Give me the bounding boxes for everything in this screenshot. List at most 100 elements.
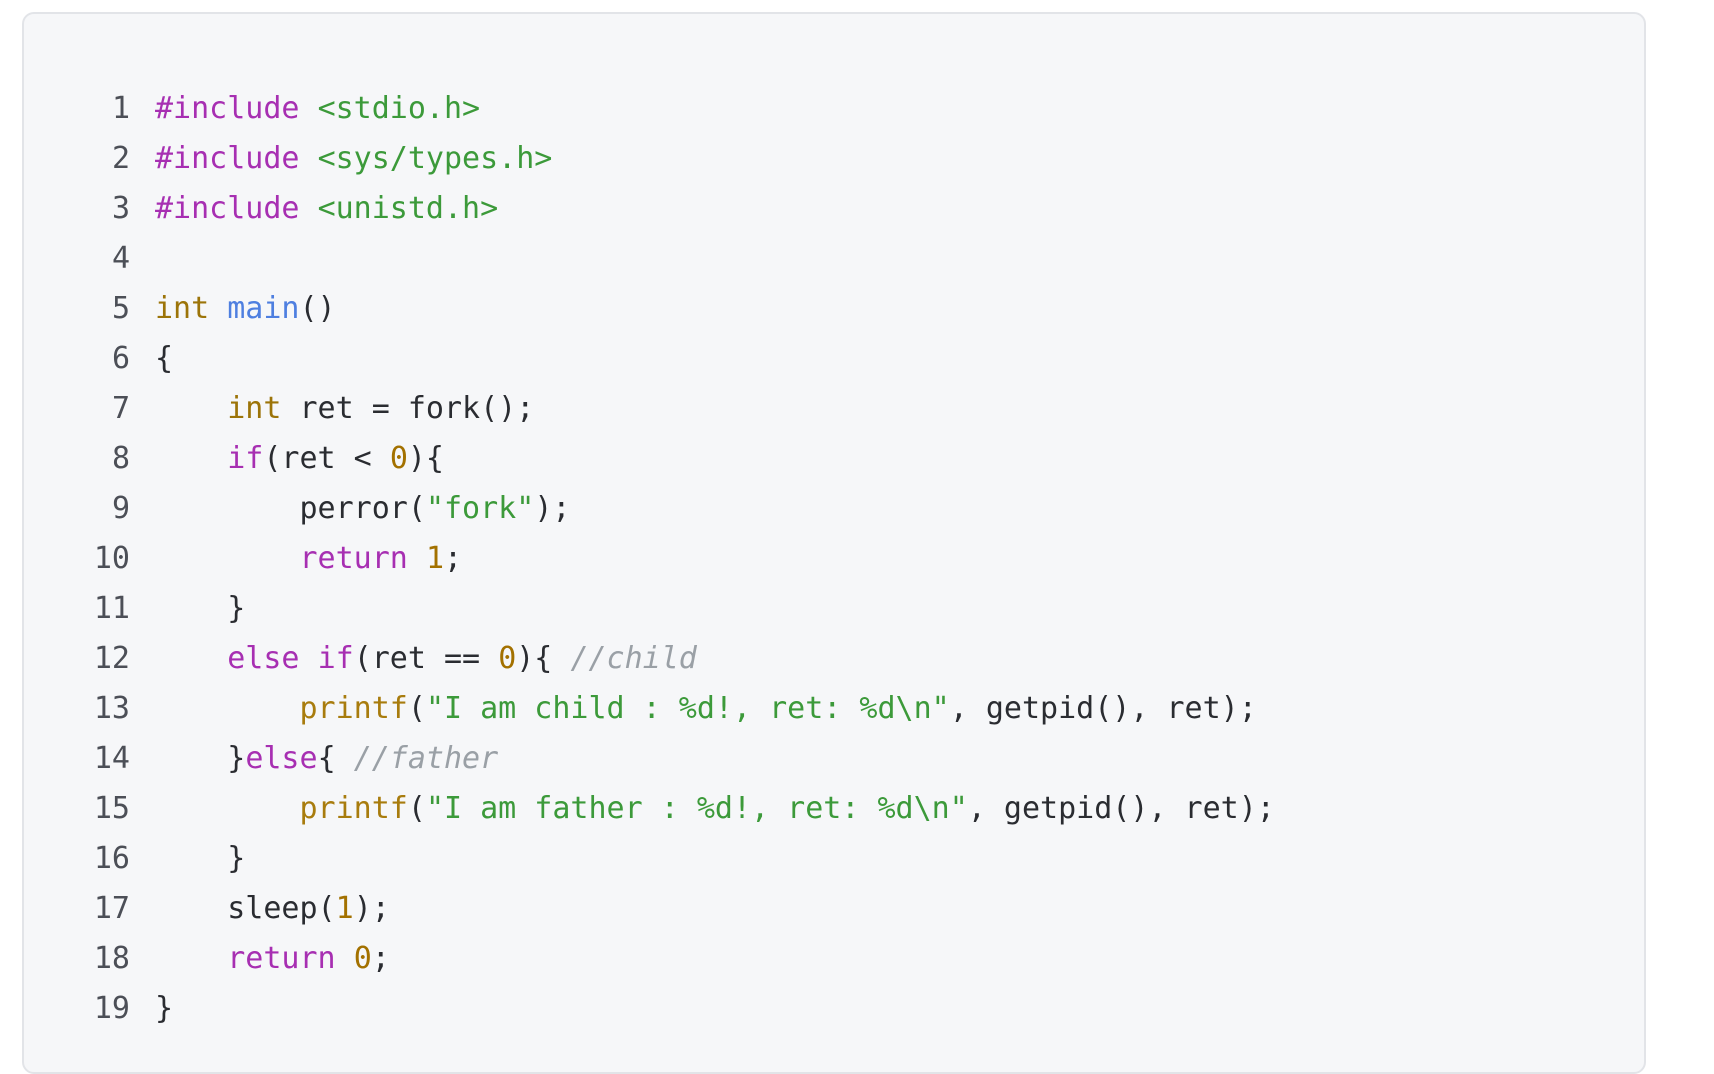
gutter-gap [130, 334, 155, 384]
code-line[interactable]: 17 sleep(1); [24, 884, 1275, 934]
code-token: else [227, 641, 300, 676]
code-token: (ret < [263, 441, 390, 476]
code-token [408, 541, 426, 576]
code-token: () [299, 291, 336, 326]
gutter-gap [130, 84, 155, 134]
gutter-gap [130, 884, 155, 934]
gutter-gap [130, 684, 155, 734]
line-content[interactable]: sleep(1); [155, 884, 390, 934]
code-lines[interactable]: 1 #include <stdio.h>2#include <sys/types.… [24, 84, 1275, 1034]
code-token [155, 441, 227, 476]
line-number: 10 [93, 541, 130, 576]
line-content[interactable]: else if(ret == 0){ //child [155, 634, 697, 684]
code-line[interactable]: 7 int ret = fork(); [24, 384, 1275, 434]
code-token: } [155, 591, 246, 626]
code-token: ){ [516, 641, 571, 676]
line-content[interactable]: printf("I am child : %d!, ret: %d\n", ge… [155, 684, 1257, 734]
line-content[interactable]: perror("fork"); [155, 484, 570, 534]
code-line[interactable]: 3 #include <unistd.h> [24, 184, 1275, 234]
line-content[interactable]: if(ret < 0){ [155, 434, 444, 484]
gutter-gap [130, 184, 155, 234]
line-number: 18 [93, 941, 130, 976]
line-content[interactable]: return 0; [155, 934, 390, 984]
line-content[interactable]: { [155, 334, 173, 384]
code-line[interactable]: 10 return 1; [24, 534, 1275, 584]
line-number: 3 [111, 191, 130, 226]
line-content[interactable]: int ret = fork(); [155, 384, 534, 434]
line-number: 13 [93, 691, 130, 726]
code-token: ); [534, 491, 571, 526]
code-token: } [155, 991, 174, 1026]
line-number: 14 [93, 741, 130, 776]
code-token [336, 941, 354, 976]
line-number: 12 [93, 641, 130, 676]
code-token: , getpid(), ret); [949, 691, 1257, 726]
code-token: } [155, 841, 246, 876]
code-line[interactable]: 11 } [24, 584, 1275, 634]
code-token [155, 541, 300, 576]
gutter-gap [130, 384, 155, 434]
code-line[interactable]: 1 #include <stdio.h> [24, 84, 1275, 134]
code-token [300, 191, 318, 226]
line-number: 6 [111, 341, 130, 376]
line-content[interactable]: printf("I am father : %d!, ret: %d\n", g… [155, 784, 1275, 834]
code-token: { [155, 341, 174, 376]
code-token: return [299, 541, 408, 576]
line-number: 1 [111, 91, 130, 126]
code-token: , getpid(), ret); [967, 791, 1275, 826]
code-line[interactable]: 15 printf("I am father : %d!, ret: %d\n"… [24, 784, 1275, 834]
code-token: "I am child : %d!, ret: %d\n" [425, 691, 950, 726]
code-token: printf [299, 791, 408, 826]
line-number: 19 [93, 991, 130, 1026]
line-number: 9 [111, 491, 130, 526]
code-line[interactable]: 8 if(ret < 0){ [24, 434, 1275, 484]
code-token: return [227, 941, 336, 976]
code-token: <sys/types.h> [317, 141, 553, 176]
line-content[interactable]: #include <stdio.h> [155, 84, 480, 134]
code-token: #include [155, 191, 300, 226]
code-token: int [155, 291, 210, 326]
code-line[interactable]: 4 [24, 234, 1275, 284]
line-content[interactable]: return 1; [155, 534, 463, 584]
code-token [155, 391, 227, 426]
line-content[interactable]: int main() [155, 284, 336, 334]
code-line[interactable]: 6{ [24, 334, 1275, 384]
line-number: 15 [93, 791, 130, 826]
line-content[interactable]: #include <unistd.h> [155, 184, 498, 234]
line-content[interactable]: } [155, 584, 245, 634]
code-block[interactable]: 1 #include <stdio.h>2#include <sys/types.… [22, 12, 1646, 1074]
code-token: ); [353, 891, 390, 926]
code-line[interactable]: 12 else if(ret == 0){ //child [24, 634, 1275, 684]
code-token [300, 641, 318, 676]
line-number: 16 [93, 841, 130, 876]
code-line[interactable]: 19} [24, 984, 1275, 1034]
code-line[interactable]: 2#include <sys/types.h> [24, 134, 1275, 184]
code-token: #include [155, 141, 300, 176]
code-token: if [227, 441, 264, 476]
gutter-gap [130, 284, 155, 334]
line-content[interactable]: } [155, 984, 173, 1034]
code-token [155, 691, 300, 726]
gutter-gap [130, 434, 155, 484]
code-line[interactable]: 13 printf("I am child : %d!, ret: %d\n",… [24, 684, 1275, 734]
code-token: //child [570, 641, 697, 676]
line-content[interactable]: }else{ //father [155, 734, 498, 784]
code-token: 0 [389, 441, 408, 476]
code-line[interactable]: 14 }else{ //father [24, 734, 1275, 784]
code-line[interactable]: 16 } [24, 834, 1275, 884]
code-line[interactable]: 9 perror("fork"); [24, 484, 1275, 534]
code-token: 1 [335, 891, 354, 926]
code-token: "fork" [425, 491, 535, 526]
code-token: 0 [498, 641, 517, 676]
line-content[interactable]: #include <sys/types.h> [155, 134, 552, 184]
code-line[interactable]: 18 return 0; [24, 934, 1275, 984]
line-number: 8 [111, 441, 130, 476]
line-number: 5 [111, 291, 130, 326]
code-token: main [227, 291, 300, 326]
code-line[interactable]: 5 int main() [24, 284, 1275, 334]
line-content[interactable]: } [155, 834, 245, 884]
code-token: //father [353, 741, 499, 776]
code-token: printf [299, 691, 408, 726]
code-token: sleep( [155, 891, 336, 926]
code-token: 0 [353, 941, 372, 976]
